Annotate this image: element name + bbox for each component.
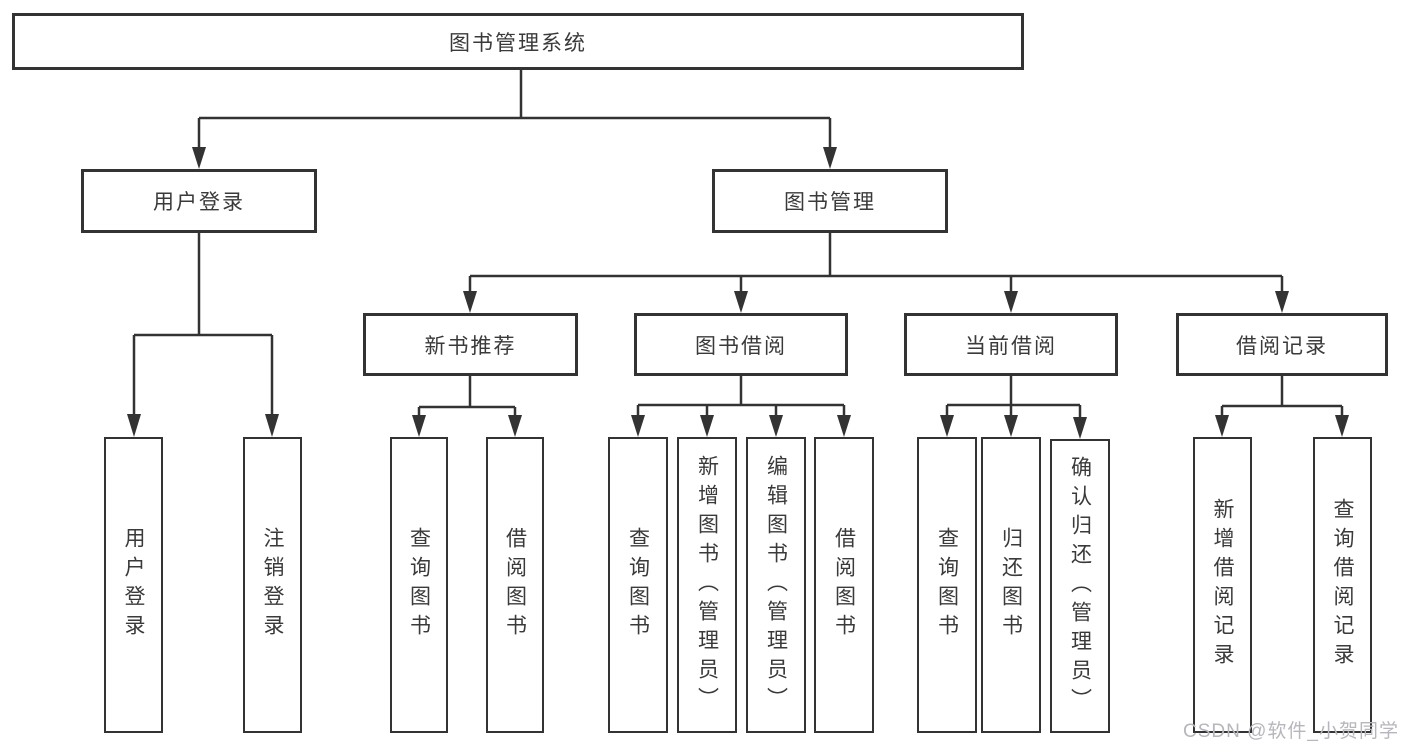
watermark: CSDN @软件_小贺同学 (1183, 721, 1399, 742)
leaf-borrow-add-book: 新增图书（管理员） (677, 437, 737, 733)
node-new-book-recommend-label: 新书推荐 (424, 334, 517, 358)
leaf-logout-label: 注销登录 (261, 527, 284, 643)
leaf-newbook-query-book-label: 查询图书 (407, 527, 431, 643)
leaf-borrow-edit-book: 编辑图书（管理员） (746, 437, 806, 733)
leaf-current-return-book-label: 归还图书 (999, 527, 1023, 643)
node-book-management-label: 图书管理 (784, 191, 876, 214)
leaf-borrow-query-book: 查询图书 (608, 437, 668, 733)
leaf-borrow-borrow-book: 借阅图书 (814, 437, 874, 733)
leaf-borrow-edit-book-label: 编辑图书（管理员） (764, 454, 788, 716)
node-user-login-label: 用户登录 (153, 191, 245, 214)
leaf-current-confirm-return-label: 确认归还（管理员） (1068, 455, 1092, 717)
node-book-borrow: 图书借阅 (634, 313, 848, 376)
node-root-label: 图书管理系统 (449, 31, 587, 55)
node-user-login: 用户登录 (81, 169, 317, 233)
leaf-current-confirm-return: 确认归还（管理员） (1050, 439, 1110, 733)
leaf-current-query-book-label: 查询图书 (935, 527, 959, 643)
leaf-borrow-query-book-label: 查询图书 (626, 527, 650, 643)
leaf-newbook-borrow-book: 借阅图书 (486, 437, 544, 733)
leaf-user-login: 用户登录 (104, 437, 163, 733)
leaf-newbook-query-book: 查询图书 (390, 437, 448, 733)
leaf-record-query-record: 查询借阅记录 (1313, 437, 1372, 733)
node-borrow-record: 借阅记录 (1176, 313, 1388, 376)
leaf-current-return-book: 归还图书 (981, 437, 1041, 733)
node-book-management: 图书管理 (712, 169, 948, 233)
leaf-user-login-label: 用户登录 (122, 527, 145, 643)
leaf-record-add-record: 新增借阅记录 (1193, 437, 1252, 733)
leaf-logout: 注销登录 (243, 437, 302, 733)
node-book-borrow-label: 图书借阅 (695, 334, 787, 358)
node-new-book-recommend: 新书推荐 (363, 313, 578, 376)
leaf-current-query-book: 查询图书 (917, 437, 977, 733)
node-borrow-record-label: 借阅记录 (1236, 334, 1328, 358)
leaf-newbook-borrow-book-label: 借阅图书 (503, 527, 527, 643)
node-root: 图书管理系统 (12, 13, 1024, 70)
leaf-record-query-record-label: 查询借阅记录 (1331, 498, 1354, 672)
leaf-borrow-borrow-book-label: 借阅图书 (832, 527, 856, 643)
node-current-borrow-label: 当前借阅 (965, 334, 1057, 358)
leaf-record-add-record-label: 新增借阅记录 (1211, 498, 1234, 672)
node-current-borrow: 当前借阅 (904, 313, 1118, 376)
leaf-borrow-add-book-label: 新增图书（管理员） (695, 454, 719, 716)
